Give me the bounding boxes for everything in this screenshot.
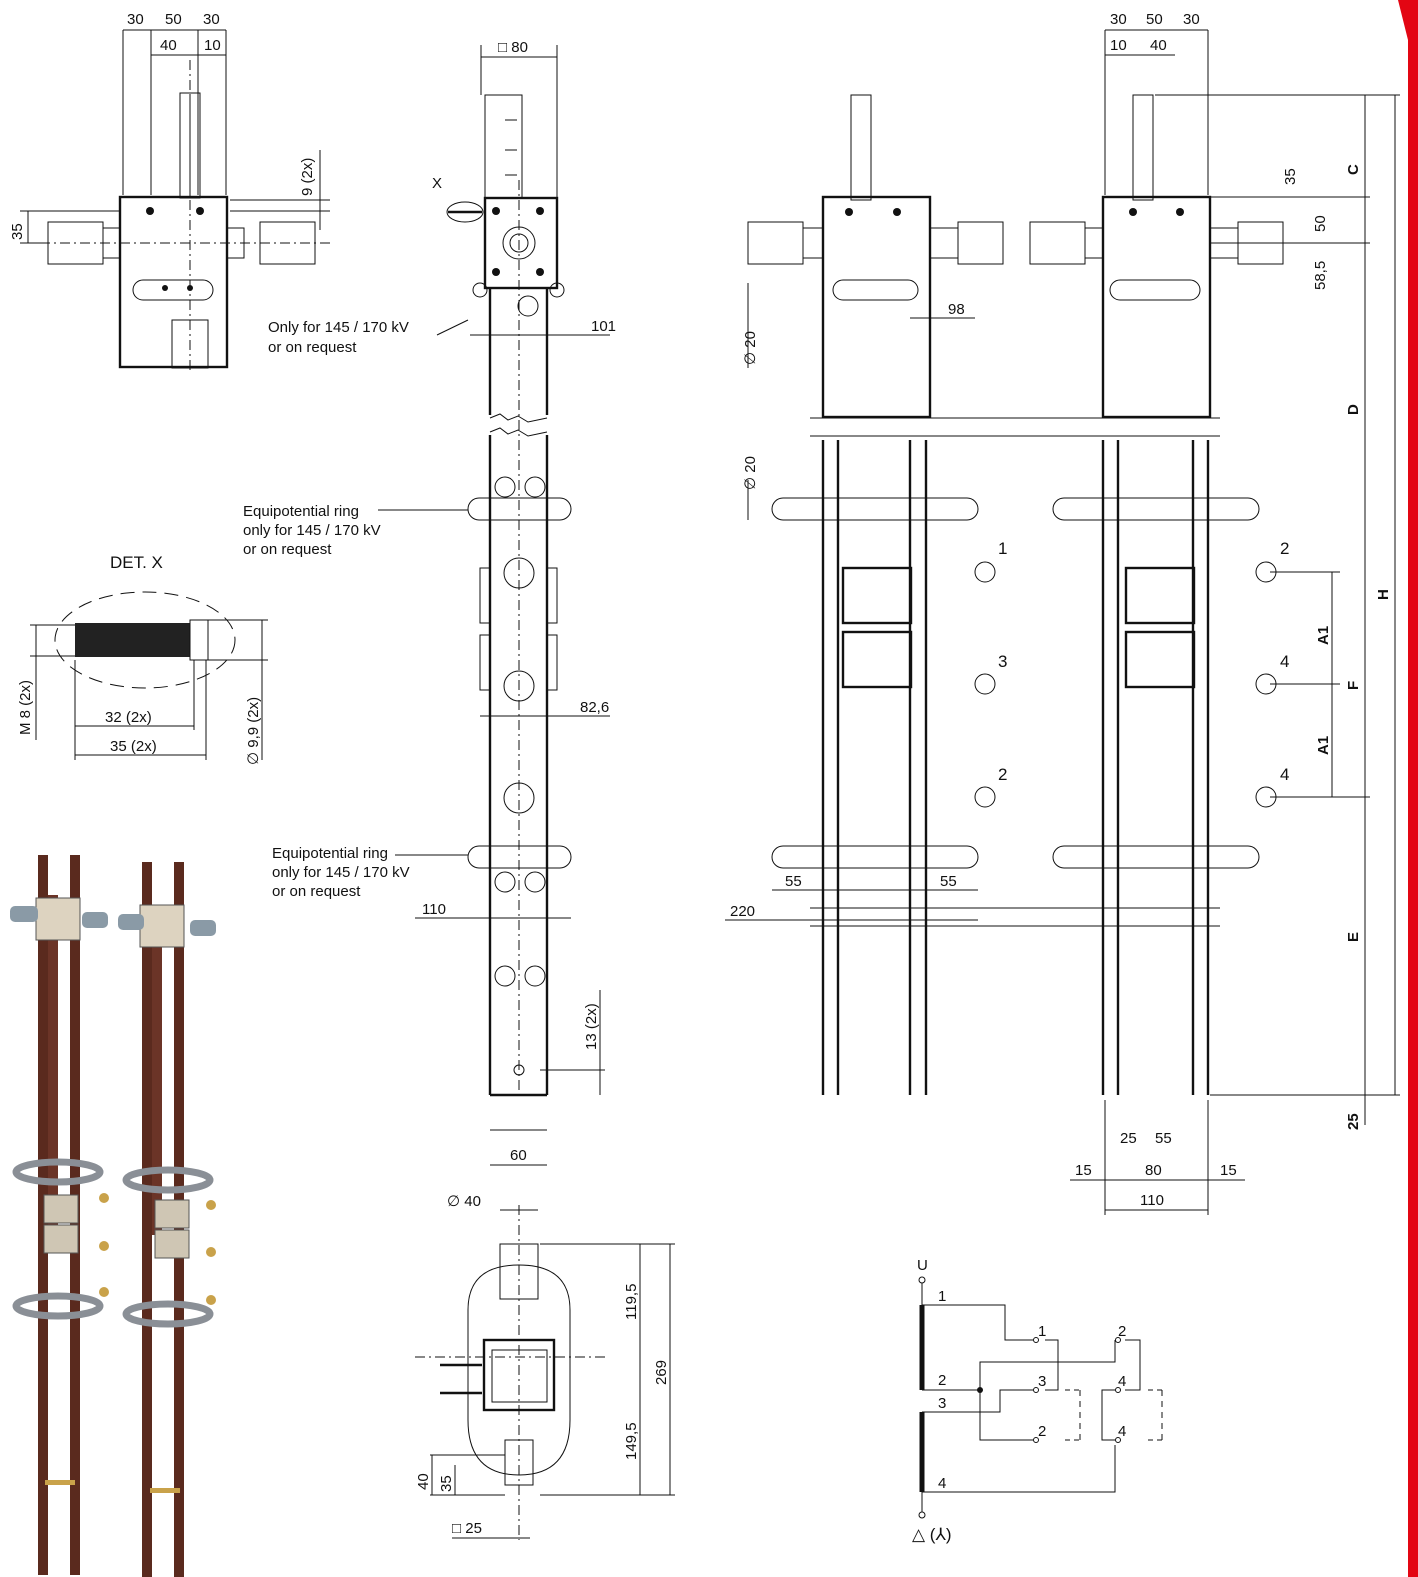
ra-dim-55b: 55 — [940, 873, 957, 890]
sch-c4: 4 — [1118, 1373, 1126, 1390]
ra-label-E: E — [1345, 932, 1362, 942]
head-top-view — [415, 1205, 675, 1540]
detail-dim-35: 35 (2x) — [110, 738, 157, 755]
ra-label-D: D — [1345, 404, 1362, 415]
ra-top-10: 10 — [1110, 37, 1127, 54]
head-dim-269: 269 — [653, 1360, 670, 1385]
ra-dim-35: 35 — [1282, 168, 1299, 185]
ra-terminal-6: 4 — [1280, 765, 1289, 784]
tl-dim-9-2x: 9 (2x) — [299, 158, 316, 196]
front-dim-82-6: 82,6 — [580, 699, 609, 716]
ra-bot-110: 110 — [1140, 1192, 1164, 1209]
tl-dim-35: 35 — [9, 223, 26, 240]
ra-terminal-3: 3 — [998, 652, 1007, 671]
head-dim-149-5: 149,5 — [623, 1422, 640, 1460]
ra-dim-98: 98 — [948, 301, 965, 318]
head-dia-40: ∅ 40 — [447, 1193, 481, 1210]
ra-top-30b: 30 — [1183, 11, 1200, 28]
detail-m8: M 8 (2x) — [17, 680, 34, 735]
tl-dim-30b: 30 — [203, 11, 220, 28]
sch-c2: 2 — [1118, 1323, 1126, 1340]
detail-x-view — [30, 591, 268, 760]
eq-ring-1-line1: Equipotential ring — [243, 503, 359, 520]
ra-terminal-4: 4 — [1280, 652, 1289, 671]
eq-ring-2-line2: only for 145 / 170 kV — [272, 864, 410, 881]
front-dim-60: 60 — [510, 1147, 527, 1164]
sch-delta: △ (⅄) — [912, 1525, 952, 1544]
tl-dim-30a: 30 — [127, 11, 144, 28]
head-dim-119-5: 119,5 — [623, 1284, 640, 1320]
ra-label-A1a: A1 — [1315, 626, 1332, 645]
ra-bot-15a: 15 — [1075, 1162, 1092, 1179]
top-left-view — [20, 29, 330, 370]
ra-dia-20a: ∅ 20 — [742, 331, 759, 365]
ra-label-25: 25 — [1345, 1113, 1362, 1130]
ra-dim-50: 50 — [1312, 215, 1329, 232]
wiring-schematic — [918, 1276, 1163, 1519]
detail-dia-9-9: ∅ 9,9 (2x) — [245, 697, 262, 765]
head-dim-40: 40 — [415, 1473, 432, 1490]
product-3d-illustration — [10, 855, 216, 1577]
ra-top-50: 50 — [1146, 11, 1163, 28]
front-dim-sq80: □ 80 — [498, 39, 528, 56]
ra-label-A1b: A1 — [1315, 736, 1332, 755]
sch-t3: 3 — [938, 1395, 946, 1412]
eq-ring-1-line3: or on request — [243, 541, 332, 558]
tl-dim-40: 40 — [160, 37, 177, 54]
sch-t2: 2 — [938, 1372, 946, 1389]
eq-ring-2-line3: or on request — [272, 883, 361, 900]
sch-t4: 4 — [938, 1475, 946, 1492]
ra-top-40: 40 — [1150, 37, 1167, 54]
front-dim-13-2x: 13 (2x) — [583, 1003, 600, 1050]
front-detail-x: X — [432, 175, 442, 192]
front-view — [378, 45, 610, 1166]
ra-label-C: C — [1345, 164, 1362, 175]
sch-c5: 2 — [1038, 1423, 1046, 1440]
sch-c3: 3 — [1038, 1373, 1046, 1390]
ra-terminal-2: 2 — [1280, 539, 1289, 558]
ra-label-H: H — [1375, 589, 1392, 600]
ra-top-30a: 30 — [1110, 11, 1127, 28]
front-note-line1: Only for 145 / 170 kV — [268, 319, 409, 336]
tl-dim-50: 50 — [165, 11, 182, 28]
sch-c6: 4 — [1118, 1423, 1126, 1440]
ra-dia-20b: ∅ 20 — [742, 456, 759, 490]
ra-bot-25: 25 — [1120, 1130, 1137, 1147]
ra-terminal-1: 1 — [998, 539, 1007, 558]
ra-dim-220: 220 — [730, 903, 755, 920]
right-assembly-view — [725, 29, 1400, 1215]
detail-dim-32: 32 (2x) — [105, 709, 152, 726]
ra-dim-55a: 55 — [785, 873, 802, 890]
ra-terminal-5: 2 — [998, 765, 1007, 784]
front-dim-101: 101 — [591, 318, 616, 335]
ra-bot-15b: 15 — [1220, 1162, 1237, 1179]
front-note-line2: or on request — [268, 339, 357, 356]
front-dim-110: 110 — [422, 901, 446, 918]
head-sq-25: □ 25 — [452, 1520, 482, 1537]
detail-title: DET. X — [110, 553, 163, 572]
sch-U: U — [917, 1257, 928, 1274]
tl-dim-10: 10 — [204, 37, 221, 54]
eq-ring-1-line2: only for 145 / 170 kV — [243, 522, 381, 539]
ra-bot-80: 80 — [1145, 1162, 1162, 1179]
sch-t1: 1 — [938, 1288, 946, 1305]
eq-ring-2-line1: Equipotential ring — [272, 845, 388, 862]
ra-dim-58-5: 58,5 — [1312, 261, 1329, 290]
ra-label-F: F — [1345, 681, 1362, 690]
sch-c1: 1 — [1038, 1323, 1046, 1340]
red-page-edge — [1398, 0, 1418, 1577]
ra-bot-55: 55 — [1155, 1130, 1172, 1147]
head-dim-35: 35 — [438, 1475, 455, 1492]
